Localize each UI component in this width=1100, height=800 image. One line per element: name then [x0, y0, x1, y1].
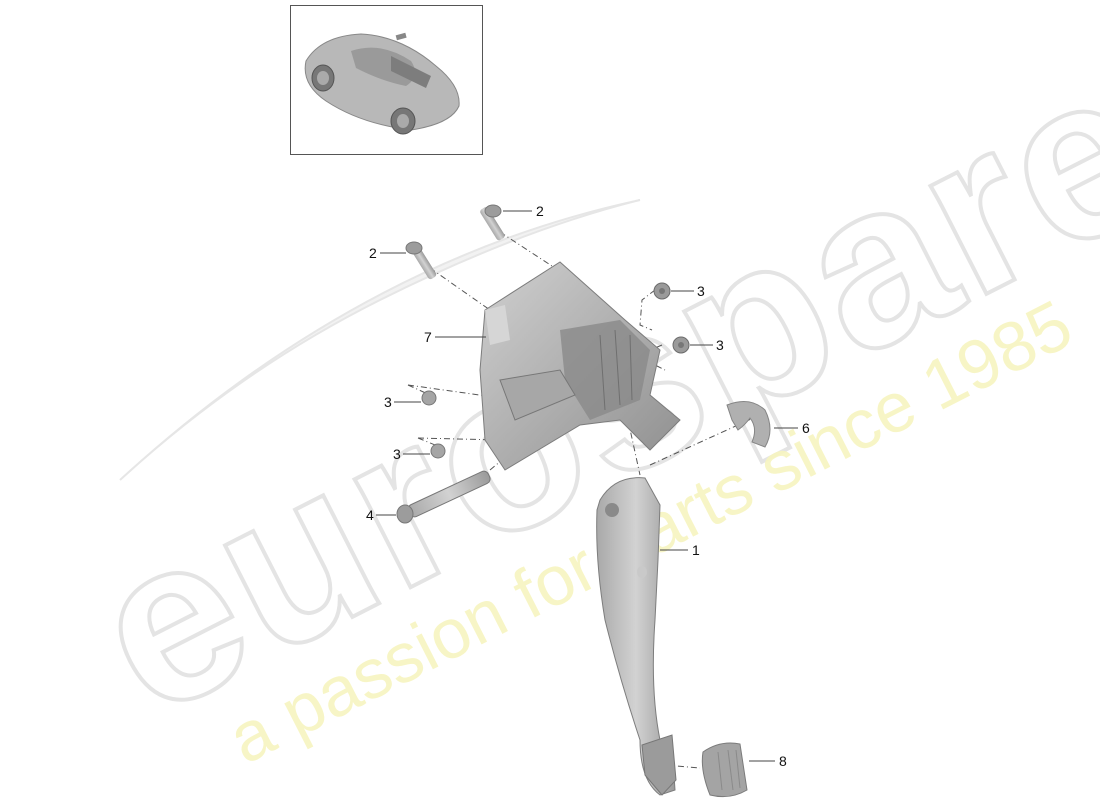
- nut-icon[interactable]: [421, 390, 437, 406]
- vehicle-thumbnail[interactable]: [290, 5, 483, 155]
- callout-3[interactable]: 3: [393, 446, 401, 462]
- callout-6[interactable]: 6: [802, 420, 810, 436]
- nut-icon[interactable]: [672, 336, 690, 354]
- callout-3[interactable]: 3: [384, 394, 392, 410]
- car-icon: [304, 32, 460, 135]
- retaining-clip-icon[interactable]: [726, 400, 771, 448]
- pedal-lever[interactable]: [596, 477, 677, 796]
- nut-icon[interactable]: [430, 443, 446, 459]
- pivot-bolt-icon[interactable]: [396, 470, 492, 524]
- callout-2[interactable]: 2: [536, 203, 544, 219]
- pedal-pad-icon[interactable]: [701, 742, 748, 798]
- pedal-bracket[interactable]: [479, 261, 681, 471]
- callout-3[interactable]: 3: [716, 337, 724, 353]
- bolt-icon[interactable]: [405, 241, 437, 280]
- nut-icon[interactable]: [653, 282, 671, 300]
- bolt-icon[interactable]: [479, 204, 506, 241]
- callout-8[interactable]: 8: [779, 753, 787, 769]
- callout-2[interactable]: 2: [369, 245, 377, 261]
- callout-4[interactable]: 4: [366, 507, 374, 523]
- callout-3[interactable]: 3: [697, 283, 705, 299]
- callout-7[interactable]: 7: [424, 329, 432, 345]
- callout-1[interactable]: 1: [692, 542, 700, 558]
